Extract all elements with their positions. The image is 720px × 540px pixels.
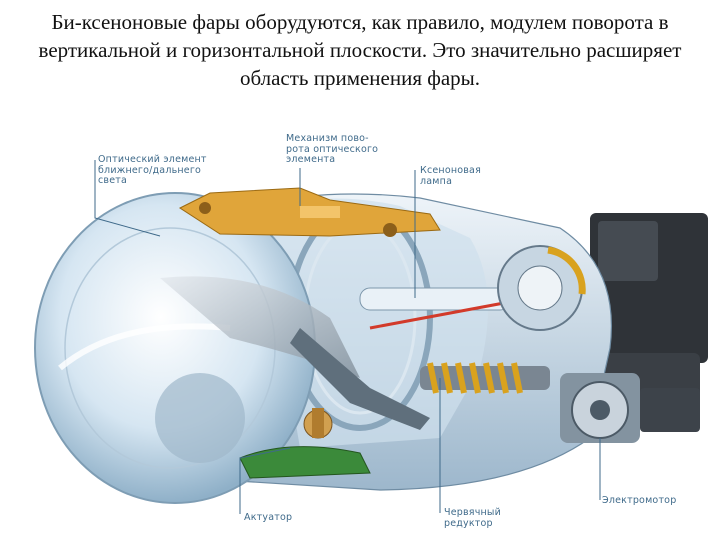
worm-gear xyxy=(420,362,550,394)
label-xenon-lamp: Ксеноновая лампа xyxy=(420,165,481,187)
label-worm-gear: Червячный редуктор xyxy=(444,507,502,529)
label-swivel-mechanism: Механизм пово- рота оптического элемента xyxy=(286,133,379,165)
optical-element xyxy=(34,192,316,504)
slide-description: Би-ксеноновые фары оборудуются, как прав… xyxy=(38,10,682,90)
lever-arms xyxy=(160,276,430,430)
label-actuator: Актуатор xyxy=(244,512,293,523)
swivel-bracket xyxy=(178,187,441,237)
label-electric-motor: Электромотор xyxy=(602,495,677,506)
callout-lines xyxy=(94,160,601,514)
actuator xyxy=(239,408,371,479)
xenon-lamp xyxy=(359,245,586,331)
headlight-module-illustration: Оптический элемент ближнего/дальнего све… xyxy=(0,118,720,540)
label-optical-element: Оптический элемент ближнего/дальнего све… xyxy=(98,154,207,186)
